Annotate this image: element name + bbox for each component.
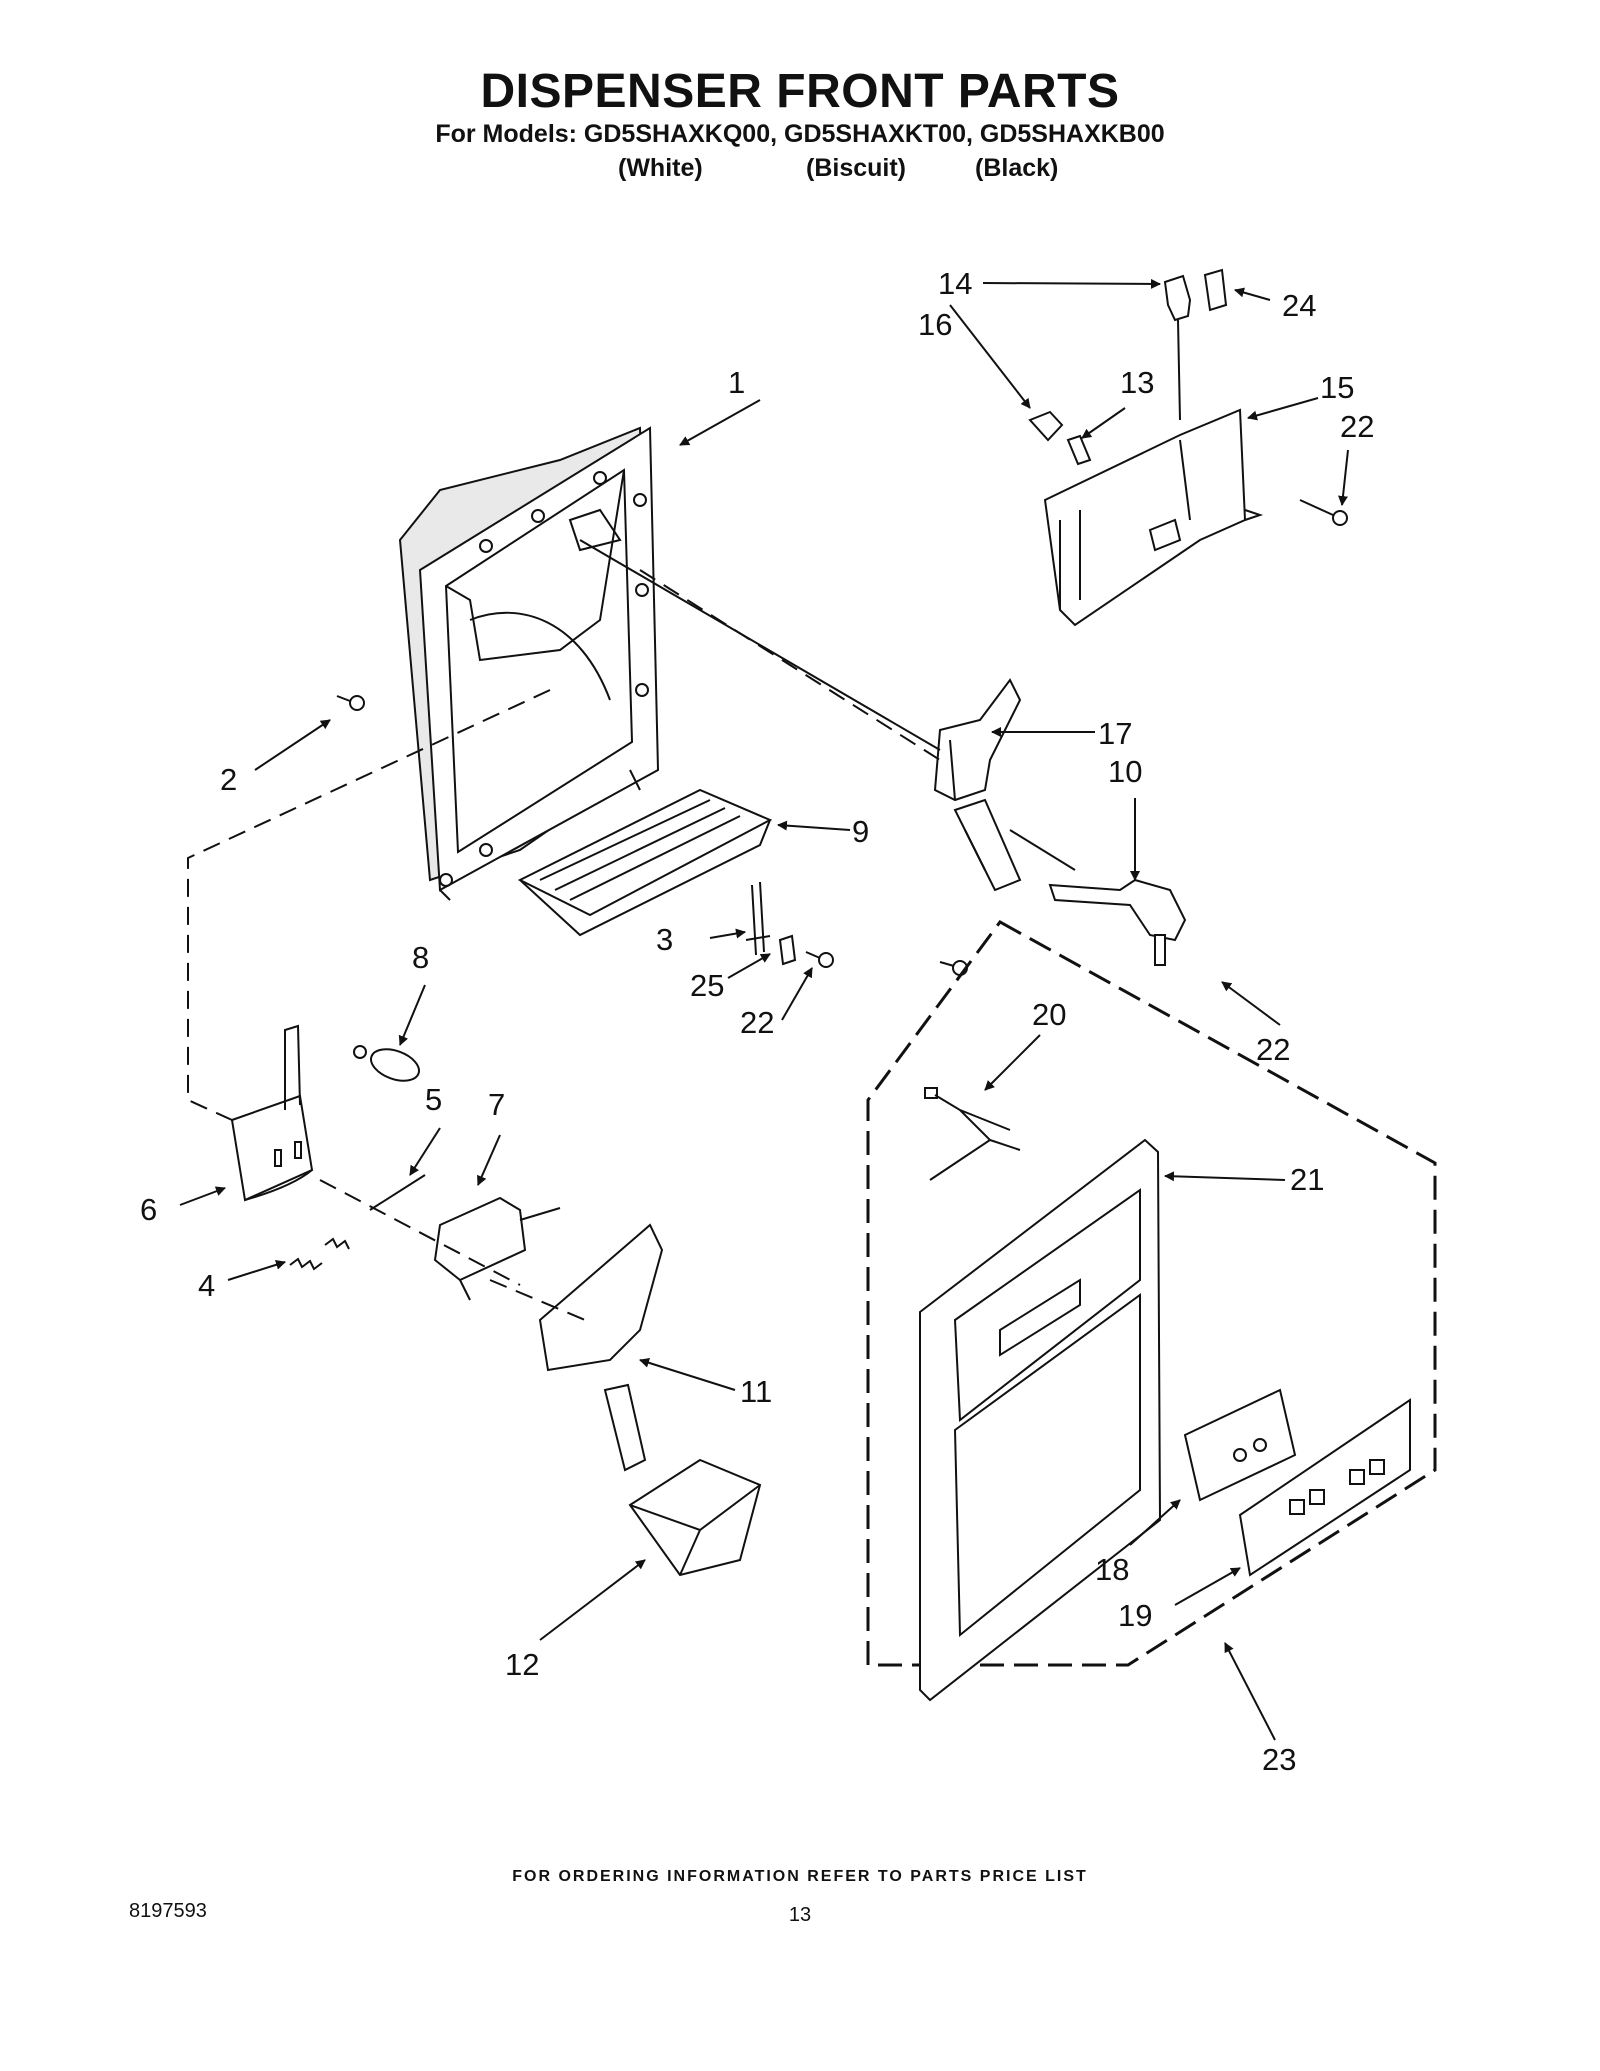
- part-4-springs: [289, 1237, 350, 1271]
- callout-16: 16: [918, 307, 952, 342]
- callout-12: 12: [505, 1647, 539, 1682]
- part-5-pin: [369, 1174, 426, 1211]
- callout-15: 15: [1320, 370, 1354, 405]
- part-22-screw-a: [1299, 499, 1348, 526]
- callout-23: 23: [1262, 1742, 1296, 1777]
- part-11-paddle: [538, 1223, 664, 1472]
- callout-11: 11: [740, 1374, 772, 1409]
- callout-9: 9: [852, 814, 869, 849]
- ordering-note: FOR ORDERING INFORMATION REFER TO PARTS …: [512, 1868, 1088, 1885]
- part-6-solenoid: [230, 1024, 314, 1202]
- page-number: 13: [788, 1904, 812, 1926]
- callout-7: 7: [488, 1087, 505, 1122]
- part-22-screw-b: [805, 951, 834, 968]
- callout-21: 21: [1290, 1162, 1324, 1197]
- callout-2: 2: [220, 762, 237, 797]
- callout-19: 19: [1118, 1598, 1152, 1633]
- guide-line-lever: [1009, 829, 1076, 871]
- part-8-motor: [353, 1045, 420, 1082]
- part-10-lever: [1048, 878, 1187, 966]
- part-14-switch: [1163, 274, 1192, 421]
- callout-25: 25: [690, 968, 724, 1003]
- leader-arrows: [179, 278, 1349, 1741]
- callout-17: 17: [1098, 716, 1132, 751]
- callout-22-b: 22: [740, 1005, 774, 1040]
- part-1-housing: [398, 426, 660, 901]
- variant-white: (White): [618, 154, 703, 182]
- models-line: For Models: GD5SHAXKQ00, GD5SHAXKT00, GD…: [435, 120, 1165, 148]
- callout-18: 18: [1095, 1552, 1129, 1587]
- variant-black: (Black): [975, 154, 1059, 182]
- part-25-clip: [778, 934, 797, 966]
- callout-22-c: 22: [1256, 1032, 1290, 1067]
- part-24-insulator: [1203, 268, 1228, 312]
- callouts: 1 2 3 4 5 6 7 8 9 10 11 12 13 14 15 16 1…: [140, 266, 1374, 1777]
- guide-line-upper: [579, 539, 941, 751]
- part-21-front-panel: [919, 1138, 1162, 1702]
- callout-3: 3: [656, 922, 673, 957]
- callout-4: 4: [198, 1268, 215, 1303]
- part-20-wire-harness: [924, 1087, 1021, 1181]
- part-3-spring-clip: [745, 881, 771, 956]
- guide-line-left: [187, 689, 551, 1121]
- part-2-screw: [336, 695, 365, 711]
- part-23-kit-outline: [866, 920, 1437, 1667]
- page-title: DISPENSER FRONT PARTS: [480, 65, 1120, 118]
- part-19-overlay: [1238, 1398, 1411, 1577]
- callout-24: 24: [1282, 288, 1316, 323]
- part-12-chute-cup: [628, 1458, 762, 1577]
- callout-22-a: 22: [1340, 409, 1374, 444]
- callout-14: 14: [938, 266, 972, 301]
- guide-line-pin: [319, 1179, 521, 1286]
- part-15-bracket-assembly: [1043, 408, 1264, 627]
- part-7-bracket: [433, 1196, 561, 1301]
- callout-8: 8: [412, 940, 429, 975]
- part-16-lamp-cover: [1028, 410, 1064, 442]
- callout-5: 5: [425, 1082, 442, 1117]
- part-17-actuator: [933, 678, 1022, 892]
- callout-1: 1: [728, 365, 745, 400]
- part-18-control-board: [1183, 1388, 1297, 1502]
- part-9-drip-tray: [517, 788, 773, 937]
- callout-20: 20: [1032, 997, 1066, 1032]
- callout-13: 13: [1120, 365, 1154, 400]
- callout-10: 10: [1108, 754, 1142, 789]
- guide-line-paddle: [489, 1279, 586, 1321]
- callout-6: 6: [140, 1192, 157, 1227]
- document-number: 8197593: [129, 1900, 207, 1922]
- part-13-lamp: [1066, 434, 1092, 466]
- variant-biscuit: (Biscuit): [806, 154, 906, 182]
- guide-line-actuator: [639, 569, 941, 761]
